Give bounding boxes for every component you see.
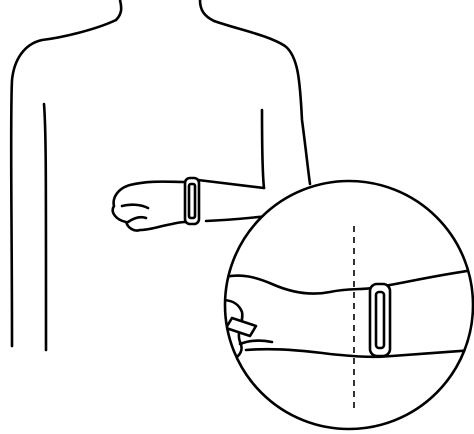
left-shoulder-line [11,20,116,346]
wrist-band-icon [185,178,199,224]
right-inner-arm-line [262,110,264,188]
neck-right-line [200,0,214,21]
neck-left-line [116,0,121,20]
left-inner-arm-line [44,104,46,350]
detail-band-outer [370,284,390,356]
forearm-top-line [198,180,264,188]
detail-magnifier-icon [222,181,474,429]
